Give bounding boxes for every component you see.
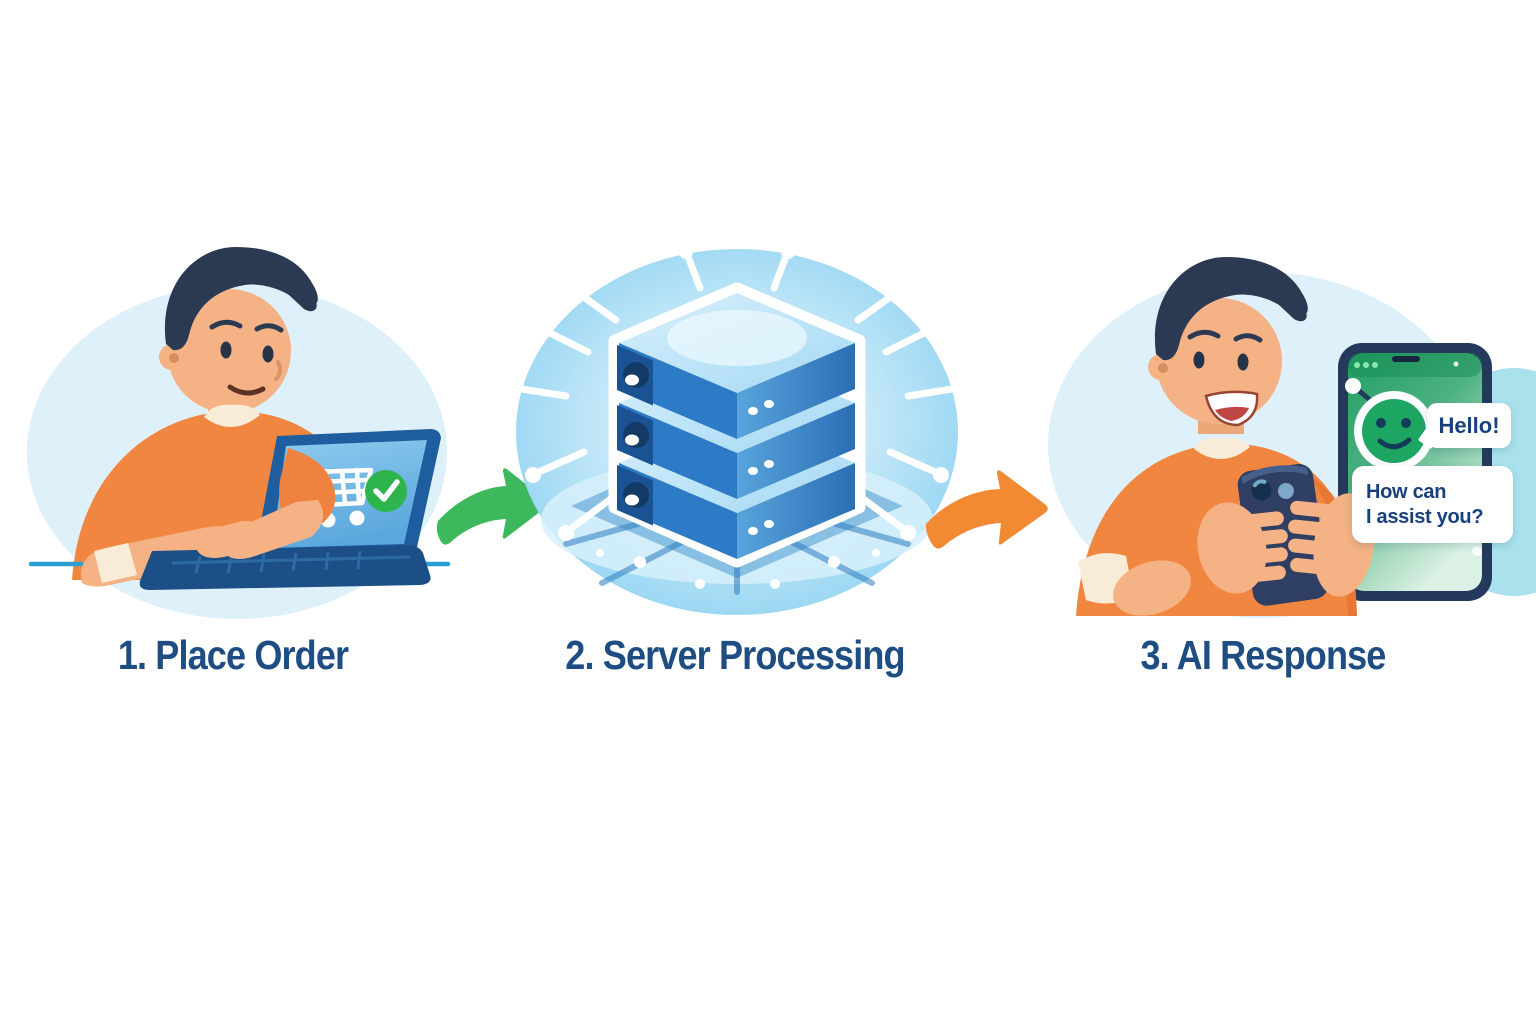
step3-label: 3. AI Response: [1140, 631, 1387, 678]
server-layer-1: [617, 293, 855, 439]
chat-bubble-question: How can I assist you?: [1352, 466, 1513, 543]
person3-collar: [1194, 437, 1250, 460]
person1-hair: [164, 247, 318, 351]
person3-hair: [1154, 257, 1308, 361]
person1-right-arm: [195, 448, 336, 559]
step1-illustration: [27, 247, 451, 619]
chat-question-line1: How can: [1366, 480, 1447, 503]
chat-question-line2: I assist you?: [1366, 505, 1484, 528]
chat-bubble-greeting: Hello!: [1417, 403, 1511, 450]
chatbot-icon: [1345, 378, 1434, 471]
laptop-keyboard: [139, 545, 431, 590]
step2-illustration: [491, 245, 983, 615]
arrow-right-orange: [925, 470, 1048, 549]
step1-label: 1. Place Order: [117, 631, 349, 678]
arrow-right-green: [436, 468, 548, 545]
check-icon: [365, 470, 407, 512]
connection-lines: [491, 245, 983, 589]
chat-greeting-text: Hello!: [1438, 412, 1500, 438]
phone-speaker: [1392, 356, 1420, 362]
person-with-phone: [1076, 257, 1375, 616]
step2-label: 2. Server Processing: [565, 631, 905, 678]
server-stack-icon: [608, 282, 866, 568]
person1-collar: [204, 404, 260, 428]
